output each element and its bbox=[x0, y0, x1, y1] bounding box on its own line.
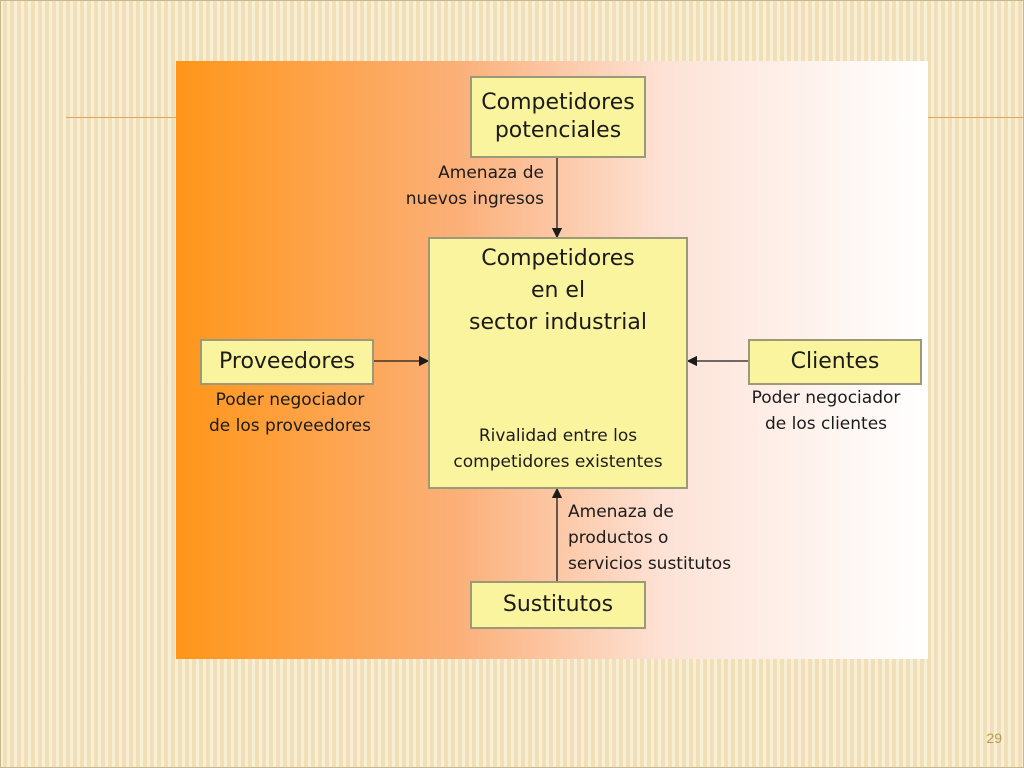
label-poder-clientes-line1: Poder negociador bbox=[751, 388, 901, 408]
label-poder-clientes: Poder negociador de los clientes bbox=[728, 385, 924, 437]
label-amenaza-nuevos-ingresos: Amenaza de nuevos ingresos bbox=[368, 160, 544, 212]
box-competidores-sector-line3: sector industrial bbox=[468, 310, 648, 335]
label-amenaza-sustitutos-line3: servicios sustitutos bbox=[568, 554, 732, 574]
label-poder-proveedores-line1: Poder negociador bbox=[215, 390, 365, 410]
label-amenaza-nuevos-ingresos-line2: nuevos ingresos bbox=[405, 189, 544, 209]
box-clientes: Clientes bbox=[748, 339, 922, 385]
five-forces-diagram: Competidores potenciales Amenaza de nuev… bbox=[176, 61, 928, 659]
box-proveedores: Proveedores bbox=[200, 339, 374, 385]
label-poder-clientes-line2: de los clientes bbox=[764, 414, 888, 434]
box-sustitutos: Sustitutos bbox=[470, 581, 646, 629]
rivalry-label-line1: Rivalidad entre los bbox=[478, 426, 638, 446]
box-competidores-potenciales-line2: potenciales bbox=[494, 118, 622, 143]
box-competidores-sector-line1: Competidores bbox=[481, 246, 635, 271]
decorative-rule-left bbox=[66, 117, 178, 118]
slide-page-number: 29 bbox=[986, 730, 1002, 746]
box-competidores-sector: Competidores en el sector industrial Riv… bbox=[428, 237, 688, 489]
label-poder-proveedores-line2: de los proveedores bbox=[209, 416, 371, 436]
label-amenaza-sustitutos: Amenaza de productos o servicios sustitu… bbox=[568, 499, 788, 577]
box-clientes-title: Clientes bbox=[790, 349, 880, 374]
label-amenaza-sustitutos-line2: productos o bbox=[568, 528, 669, 548]
box-competidores-sector-line2: en el bbox=[530, 278, 586, 303]
box-competidores-potenciales-line1: Competidores bbox=[481, 90, 635, 115]
label-poder-proveedores: Poder negociador de los proveedores bbox=[190, 387, 390, 439]
label-amenaza-nuevos-ingresos-line1: Amenaza de bbox=[438, 163, 544, 183]
decorative-rule-right bbox=[928, 117, 1024, 118]
label-amenaza-sustitutos-line1: Amenaza de bbox=[568, 502, 674, 522]
box-proveedores-title: Proveedores bbox=[219, 349, 355, 374]
box-sustitutos-title: Sustitutos bbox=[502, 592, 614, 617]
rivalry-label-line2: competidores existentes bbox=[453, 452, 663, 472]
box-competidores-potenciales: Competidores potenciales bbox=[470, 76, 646, 158]
